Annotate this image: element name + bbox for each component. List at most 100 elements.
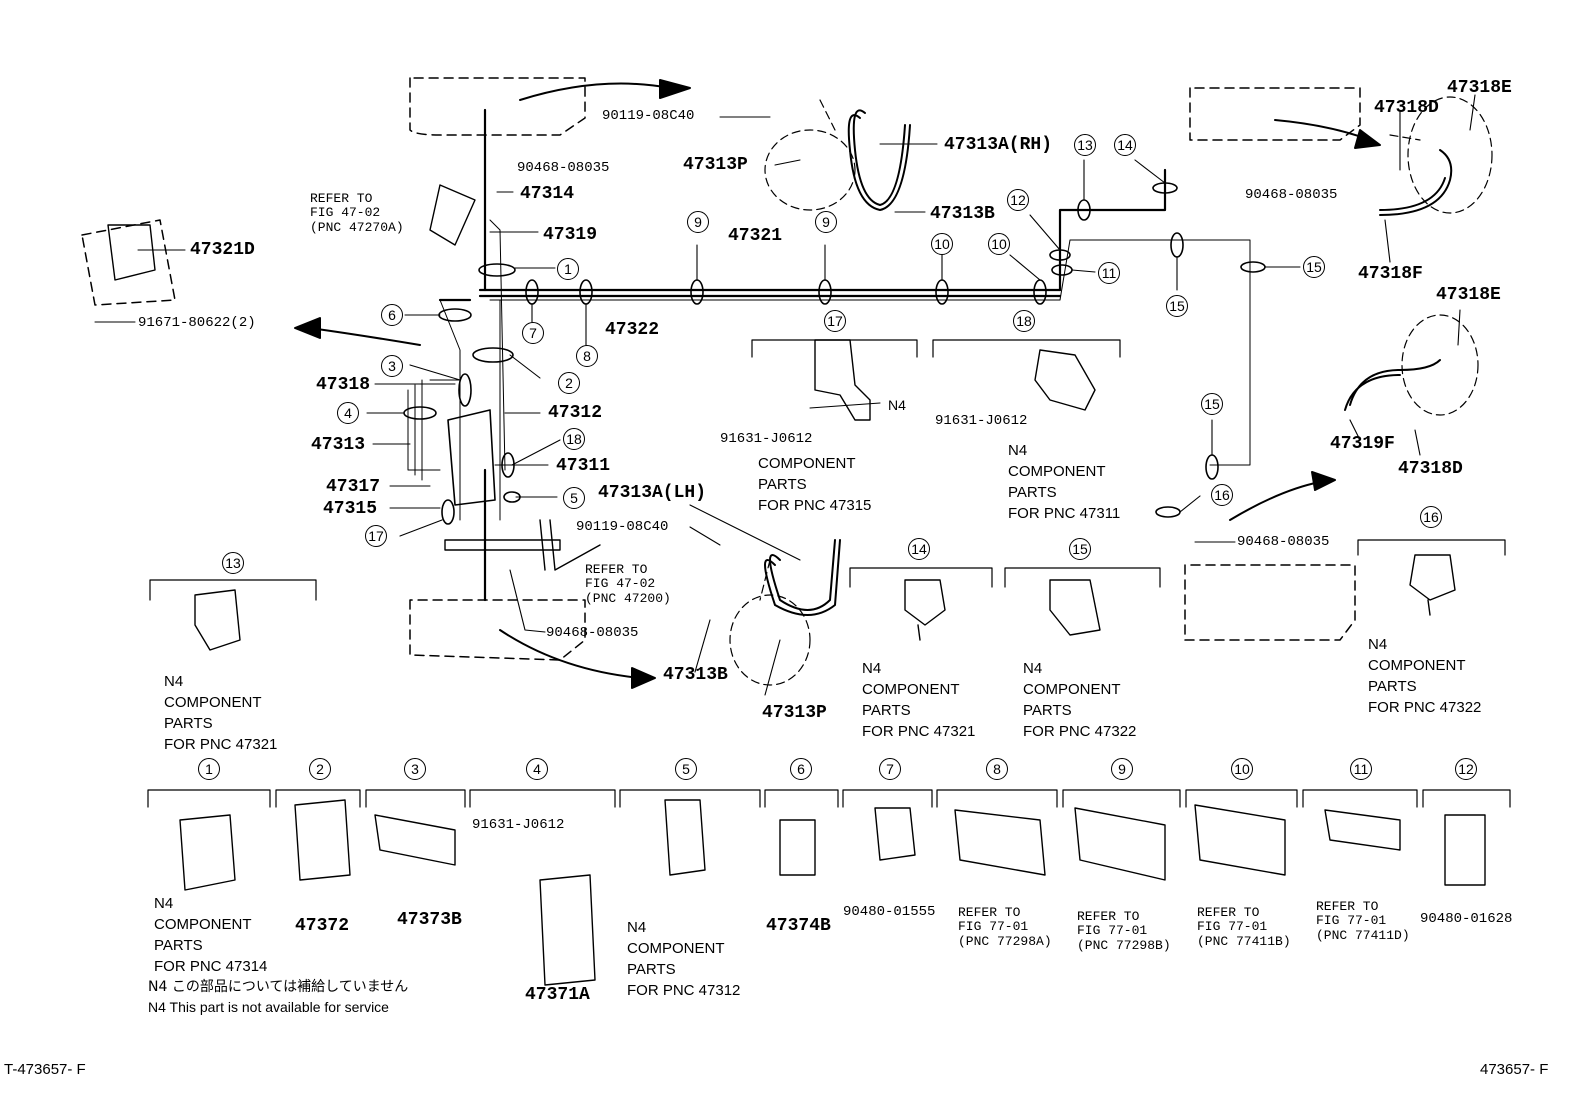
label-47318e-top: 47318E [1447, 78, 1512, 98]
callout-5-main: 5 [563, 487, 585, 509]
label-47319f: 47319F [1330, 434, 1395, 454]
booster-block [447, 409, 496, 506]
dashed-circles [729, 96, 1493, 686]
label-47373b: 47373B [397, 910, 462, 930]
callout-5-group: 5 [675, 758, 697, 780]
callout-12-group: 12 [1455, 758, 1477, 780]
callout-6-main: 6 [381, 304, 403, 326]
label-47321d: 47321D [190, 240, 255, 260]
label-91631-j0612-a: 91631-J0612 [720, 431, 813, 447]
callout-1-group: 1 [198, 758, 220, 780]
footer-left-code: T-473657- F [4, 1061, 86, 1078]
label-47313p-top: 47313P [683, 155, 748, 175]
hoses [764, 109, 1453, 616]
label-91631-j0612-b: 91631-J0612 [935, 413, 1028, 429]
callout-15-group: 15 [1069, 538, 1091, 560]
callout-3-main: 3 [381, 355, 403, 377]
callout-4-main: 4 [337, 402, 359, 424]
label-47313b-bottom: 47313B [663, 665, 728, 685]
callout-8-group: 8 [986, 758, 1008, 780]
label-47322: 47322 [605, 320, 660, 340]
label-91631-j0612-c: 91631-J0612 [472, 817, 565, 833]
flow-arrows [294, 79, 1381, 689]
callout-11-main: 11 [1098, 262, 1120, 284]
label-91671-80622: 91671-80622(2) [138, 315, 256, 331]
label-90468-08035-a: 90468-08035 [517, 160, 610, 176]
note-pnc-47322-b: N4 COMPONENT PARTS FOR PNC 47322 [1368, 636, 1482, 716]
note-pnc-47321-b: N4 COMPONENT PARTS FOR PNC 47321 [862, 660, 976, 740]
part-sketches [107, 184, 1486, 986]
refer-to-77411b: REFER TO FIG 77-01 (PNC 77411B) [1197, 905, 1291, 949]
note-pnc-47321-a: N4 COMPONENT PARTS FOR PNC 47321 [164, 673, 278, 753]
label-47318: 47318 [316, 375, 371, 395]
callout-2-main: 2 [558, 372, 580, 394]
callout-16-main: 16 [1211, 484, 1233, 506]
label-47318f: 47318F [1358, 264, 1423, 284]
note-pnc-47315: COMPONENT PARTS FOR PNC 47315 [758, 455, 872, 514]
label-47372: 47372 [295, 916, 350, 936]
label-47374b: 47374B [766, 916, 831, 936]
n4-marker-17: N4 [888, 397, 906, 413]
callout-2-group: 2 [309, 758, 331, 780]
callout-7-group: 7 [879, 758, 901, 780]
label-47315: 47315 [323, 499, 378, 519]
group-brackets [147, 339, 1511, 808]
callout-8-main: 8 [576, 345, 598, 367]
label-47318d-right: 47318D [1398, 459, 1463, 479]
label-47314: 47314 [520, 184, 575, 204]
label-47371a: 47371A [525, 985, 590, 1005]
callout-6-group: 6 [790, 758, 812, 780]
label-47318e-right: 47318E [1436, 285, 1501, 305]
note-pnc-47314: N4 COMPONENT PARTS FOR PNC 47314 [154, 895, 268, 975]
callout-11-group: 11 [1350, 758, 1372, 780]
callout-9-b: 9 [815, 211, 837, 233]
note-pnc-47311: N4 COMPONENT PARTS FOR PNC 47311 [1008, 442, 1121, 522]
label-47313p-bottom: 47313P [762, 703, 827, 723]
callout-15-b: 15 [1303, 256, 1325, 278]
label-90119-08c40-mid: 90119-08C40 [576, 519, 669, 535]
callout-1-main: 1 [557, 258, 579, 280]
note-pnc-47322-a: N4 COMPONENT PARTS FOR PNC 47322 [1023, 660, 1137, 740]
callout-13-group: 13 [222, 552, 244, 574]
callout-9-group: 9 [1111, 758, 1133, 780]
n4-note-english: N4 This part is not available for servic… [148, 999, 389, 1015]
label-90480-01628: 90480-01628 [1420, 911, 1513, 927]
callout-17-main: 17 [365, 525, 387, 547]
callout-12-main: 12 [1007, 189, 1029, 211]
callout-14-group: 14 [908, 538, 930, 560]
callout-16-group: 16 [1420, 506, 1442, 528]
label-47313: 47313 [311, 435, 366, 455]
note-pnc-47312: N4 COMPONENT PARTS FOR PNC 47312 [627, 919, 741, 999]
label-47318d-top: 47318D [1374, 98, 1439, 118]
label-47312: 47312 [548, 403, 603, 423]
label-47311: 47311 [556, 456, 611, 476]
label-90480-01555: 90480-01555 [843, 904, 936, 920]
footer-right-code: 473657- F [1480, 1061, 1549, 1078]
callout-10-group: 10 [1231, 758, 1253, 780]
n4-note-japanese: N4 この部品については補給していません [148, 979, 409, 995]
label-90119-08c40-top: 90119-08C40 [602, 108, 695, 124]
callout-17-group: 17 [824, 310, 846, 332]
label-47313a-rh: 47313A(RH) [944, 135, 1053, 155]
callout-3-group: 3 [404, 758, 426, 780]
callout-18-main: 18 [563, 428, 585, 450]
callout-10-b: 10 [988, 233, 1010, 255]
callout-4-group: 4 [526, 758, 548, 780]
label-47313a-lh: 47313A(LH) [598, 483, 707, 503]
callout-9-a: 9 [687, 211, 709, 233]
label-90468-08035-d: 90468-08035 [1237, 534, 1330, 550]
label-90468-08035-c: 90468-08035 [546, 625, 639, 641]
refer-to-47270a: REFER TO FIG 47-02 (PNC 47270A) [310, 191, 404, 235]
callout-18-group: 18 [1013, 310, 1035, 332]
callout-15-c: 15 [1201, 393, 1223, 415]
label-47313b-top: 47313B [930, 204, 995, 224]
refer-to-77411d: REFER TO FIG 77-01 (PNC 77411D) [1316, 899, 1410, 943]
callout-14-main: 14 [1114, 134, 1136, 156]
refer-to-77298a: REFER TO FIG 77-01 (PNC 77298A) [958, 905, 1052, 949]
label-47321: 47321 [728, 226, 783, 246]
label-47319: 47319 [543, 225, 598, 245]
label-47317: 47317 [326, 477, 381, 497]
callout-15-a: 15 [1166, 295, 1188, 317]
